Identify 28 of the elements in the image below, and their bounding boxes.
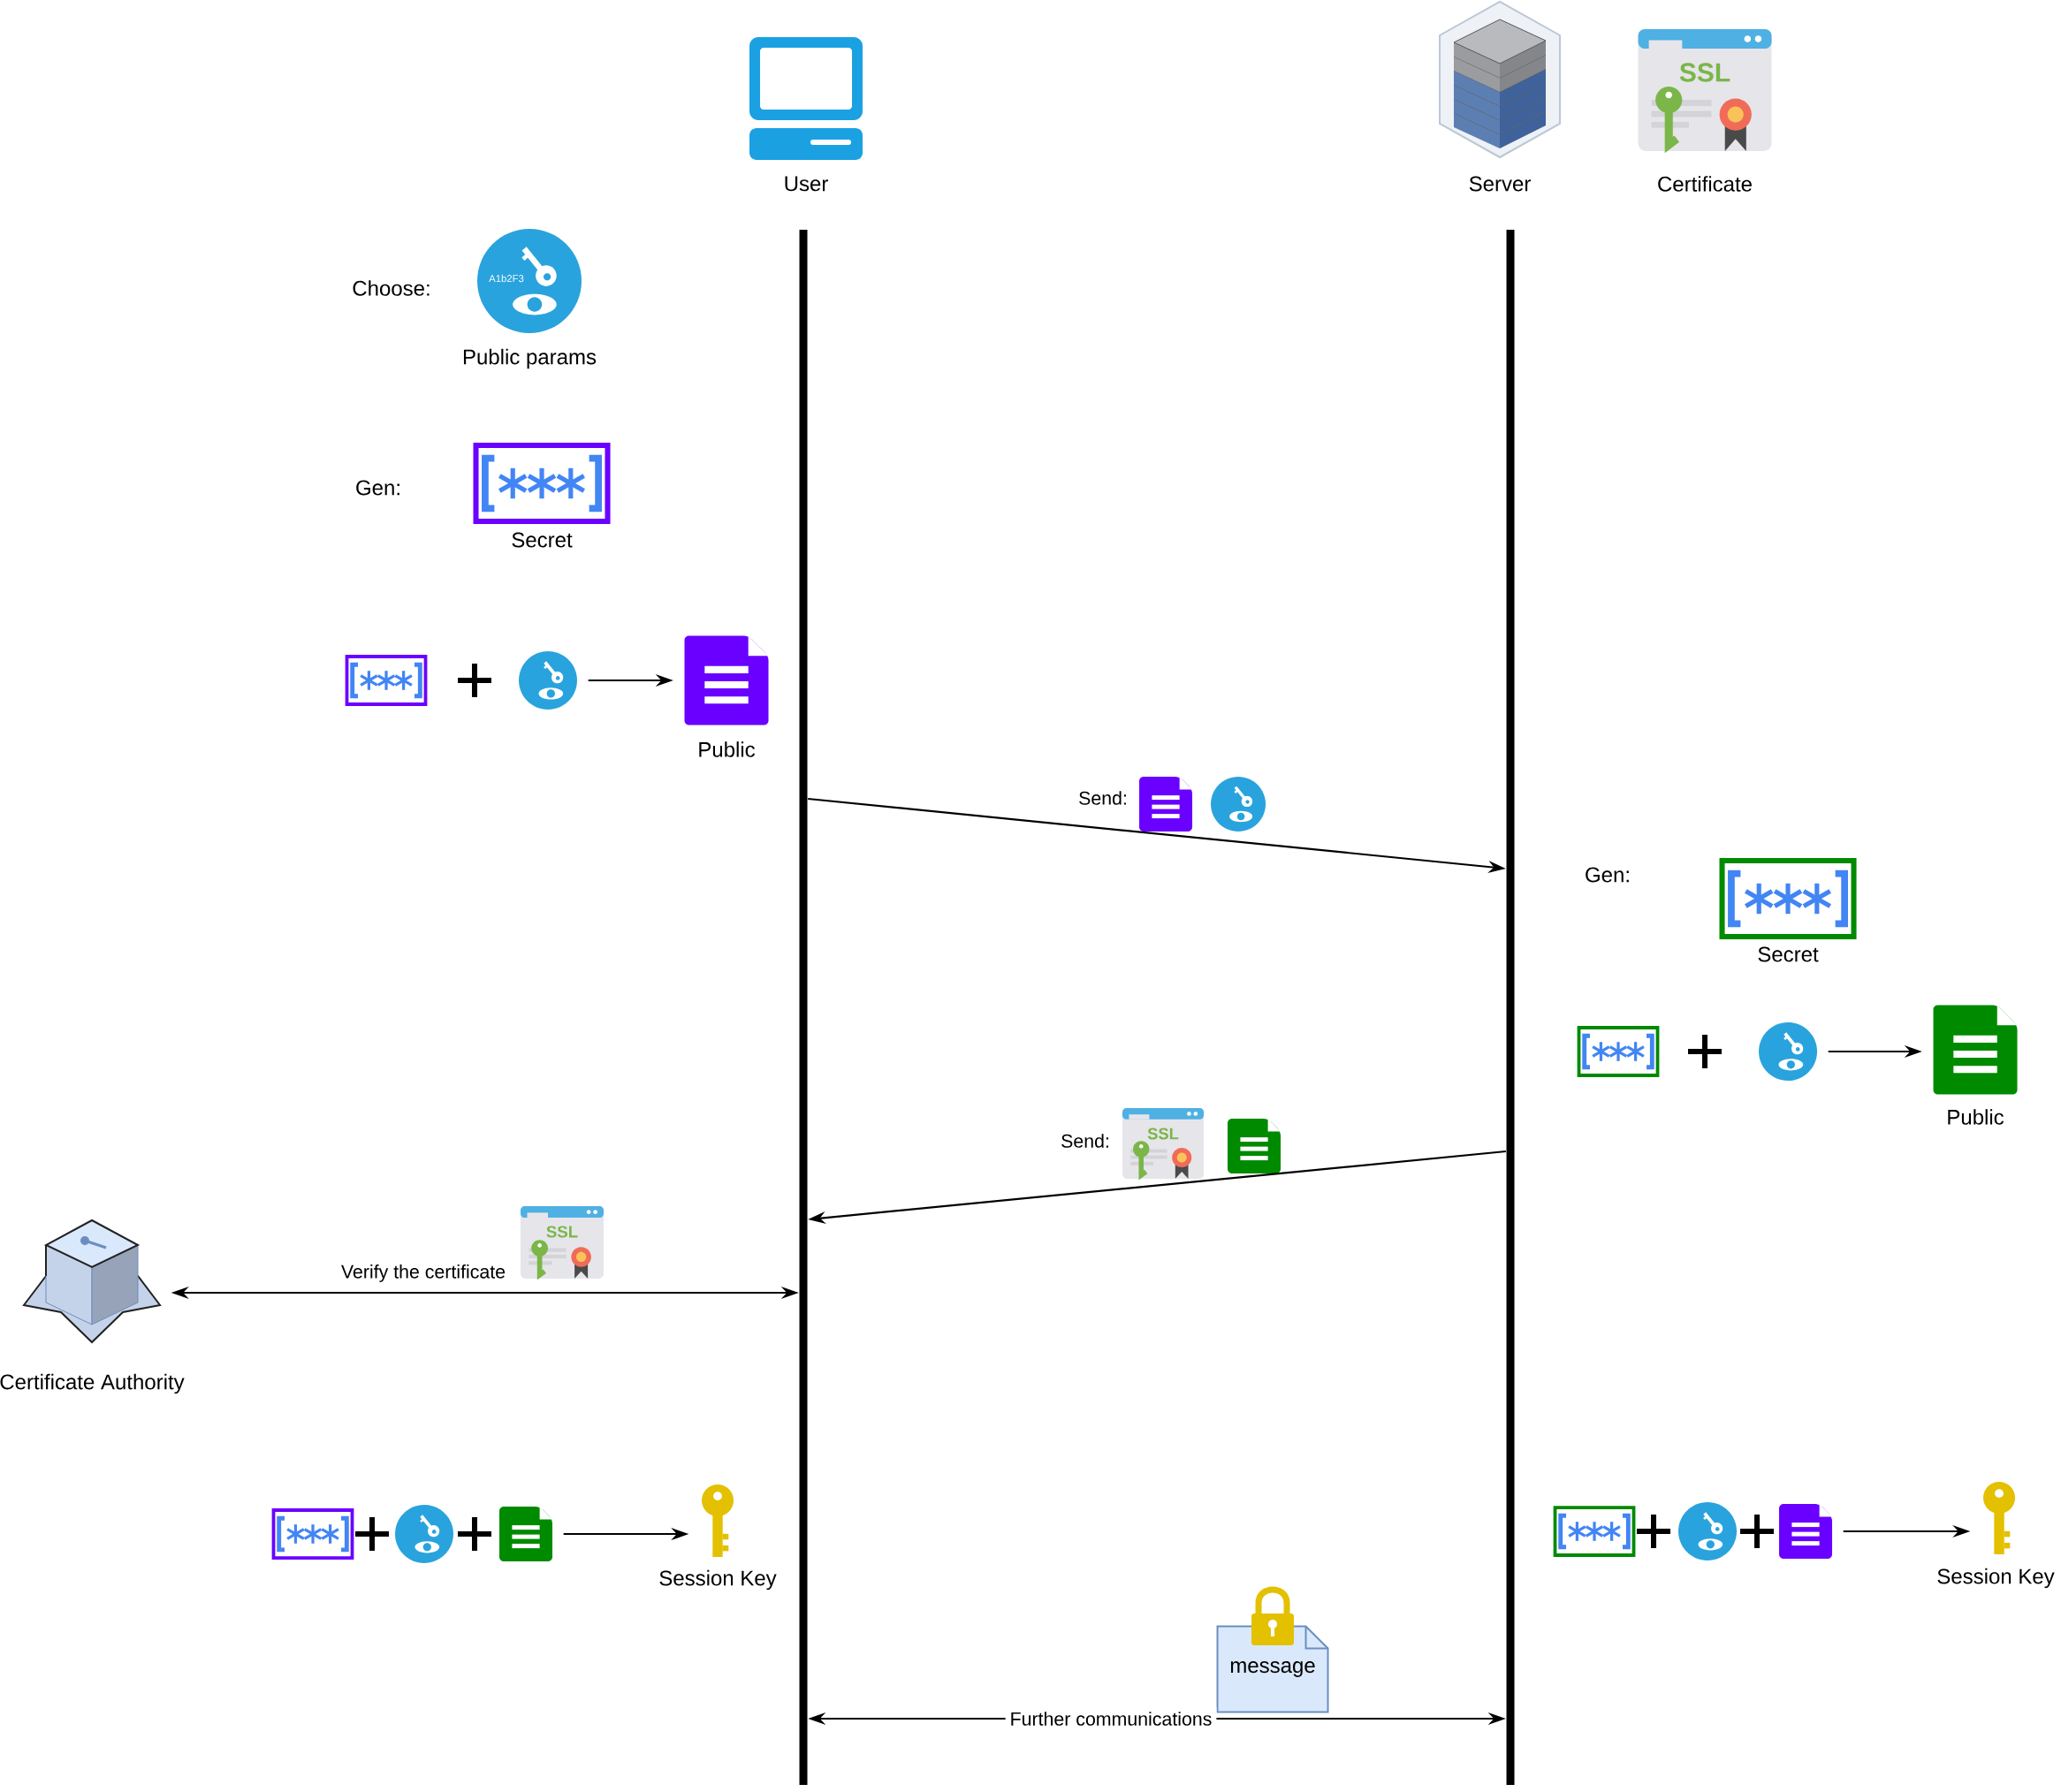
icon-text: A1b2F3 [489,274,524,283]
icon-label: Session Key [1937,1568,2055,1589]
icon-label: Certificate [1658,176,1752,192]
icon-text: SSL [546,1226,578,1238]
document-icon [499,1507,552,1561]
key-eye-icon [519,651,577,710]
text-label: Gen: [356,480,399,496]
icon-label: User [785,176,828,192]
document-icon [1779,1504,1833,1559]
icon-label: Public [1948,1109,2004,1125]
text-label: Gen: [1586,867,1629,883]
icon-label: Session Key [659,1569,777,1591]
edge-label: Verify the certificate [336,1260,511,1287]
icon-label: Secret [1758,946,1819,962]
text-label: Choose: [353,280,430,296]
key-eye-icon [1759,1022,1817,1081]
edge-label: Further communications [1005,1707,1217,1730]
edge-label: Send: [1056,1129,1114,1152]
lifeline [799,230,808,1785]
icon-text: SSL [1679,63,1730,82]
icon-label: Secret [512,532,573,548]
lifeline [1506,230,1515,1785]
icon-label: Server [1469,176,1531,192]
icon-label: Public params [463,348,597,369]
icon-label: Public [699,741,756,757]
edge-label: Send: [1074,786,1132,809]
icon-text: SSL [1147,1128,1179,1140]
icon-label: Certificate Authority [0,1373,185,1394]
